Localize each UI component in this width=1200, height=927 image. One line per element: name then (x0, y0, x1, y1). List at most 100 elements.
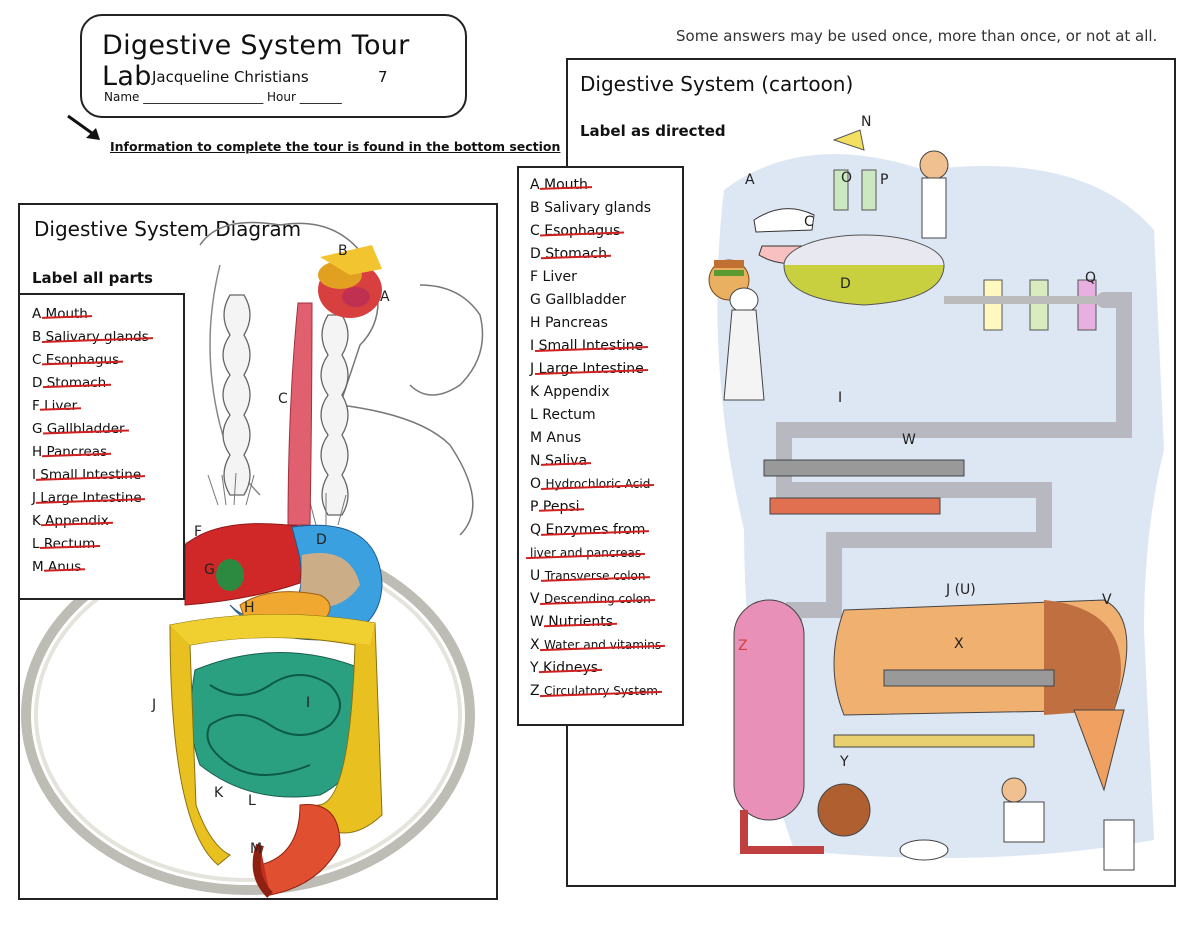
answer-letter: U (530, 568, 541, 584)
answer-letter: A (530, 177, 540, 193)
cartoon-label: I (838, 390, 843, 406)
page-title: Digestive System Tour Lab (102, 30, 410, 92)
diagram-label: A (380, 289, 390, 305)
cartoon-label: A (745, 172, 755, 188)
digestive-diagram-illustration (21, 221, 484, 898)
answer-name: Rectum (44, 533, 96, 556)
answer-item: Z Circulatory System (530, 680, 682, 703)
answer-item: D Stomach (32, 372, 183, 395)
answer-name: Large Intestine (40, 487, 141, 510)
digestive-cartoon-illustration (708, 129, 1164, 871)
answer-letter: X (530, 637, 540, 653)
answer-name: Mouth (46, 303, 88, 326)
diagram-label: J (152, 697, 157, 713)
diagram-label: I (306, 695, 311, 711)
diagram-label: D (316, 532, 327, 548)
answer-letter: Z (530, 683, 540, 699)
answer-letter: G (530, 292, 541, 308)
answer-item: L Rectum (32, 533, 183, 556)
answer-item: D Stomach (530, 243, 682, 266)
cartoon-label: X (954, 636, 964, 652)
answer-letter: M (32, 559, 44, 575)
answer-item: H Pancreas (530, 312, 682, 335)
answer-name: Circulatory System (544, 680, 658, 703)
answer-name: Anus (48, 556, 81, 579)
answer-item: M Anus (32, 556, 183, 579)
answer-letter: J (530, 361, 535, 377)
answer-name: Esophagus (544, 220, 620, 243)
cartoon-label: C (804, 214, 814, 230)
answer-name: Small Intestine (40, 464, 141, 487)
answer-item: F Liver (530, 266, 682, 289)
cartoon-panel: Digestive System (cartoon) Label as dire… (566, 58, 1176, 887)
answer-letter: V (530, 591, 540, 607)
arrow-icon (67, 114, 100, 140)
answer-name: Saliva (545, 450, 587, 473)
answer-name: Transverse colon (545, 565, 646, 588)
answer-name: Anus (546, 430, 582, 446)
cartoon-label: W (902, 432, 916, 448)
title-box: Digestive System Tour Lab Jacqueline Chr… (80, 14, 467, 118)
answer-name: Water and vitamins (544, 634, 661, 657)
answer-letter: Y (530, 660, 539, 676)
student-name[interactable]: Jacqueline Christians (152, 68, 309, 86)
answer-item: V Descending colon (530, 588, 682, 611)
diagram-label: G (204, 562, 215, 578)
answer-item: Y Kidneys (530, 657, 682, 680)
answer-name: Pancreas (46, 441, 107, 464)
answer-name: Appendix (45, 510, 109, 533)
answer-letter: M (530, 430, 543, 446)
answer-name: Appendix (543, 384, 610, 400)
answer-item: K Appendix (530, 381, 682, 404)
answer-item: J Large Intestine (530, 358, 682, 381)
answer-item: I Small Intestine (530, 335, 682, 358)
cartoon-label: Q (1085, 270, 1097, 286)
answer-item: G Gallbladder (32, 418, 183, 441)
answer-item: F Liver (32, 395, 183, 418)
answer-item: liver and pancreas (530, 542, 682, 565)
answer-letter: G (32, 421, 43, 437)
answer-name: Rectum (542, 407, 596, 423)
answer-item: U Transverse colon (530, 565, 682, 588)
answer-letter: O (530, 476, 542, 492)
answer-name: Hydrochloric Acid (545, 473, 650, 496)
diagram-label: M (250, 841, 263, 857)
answer-name: Large Intestine (539, 358, 644, 381)
diagram-label: L (248, 793, 256, 809)
cartoon-title: Digestive System (cartoon) (580, 72, 854, 96)
cartoon-label: D (840, 276, 851, 292)
answer-name: Stomach (47, 372, 107, 395)
answer-item: A Mouth (32, 303, 183, 326)
answer-letter: W (530, 614, 544, 630)
answer-name: Nutrients (548, 611, 613, 634)
cartoon-label: Y (840, 754, 849, 770)
answer-letter: L (32, 536, 40, 552)
answer-item: P Pepsi (530, 496, 682, 519)
answer-name: Stomach (545, 243, 607, 266)
cartoon-label: N (861, 114, 872, 130)
cartoon-label: O (841, 170, 853, 186)
diagram-label: B (338, 243, 348, 259)
answer-item: X Water and vitamins (530, 634, 682, 657)
answer-item: C Esophagus (530, 220, 682, 243)
diagram-label: C (278, 391, 288, 407)
answer-letter: A (32, 306, 42, 322)
answer-letter: C (32, 352, 42, 368)
cartoon-subtitle: Label as directed (580, 122, 726, 140)
top-note: Some answers may be used once, more than… (676, 28, 1158, 45)
name-hour-line: Name ____________________ Hour _______ (104, 90, 342, 104)
cartoon-label: Z (738, 638, 748, 654)
answer-item: G Gallbladder (530, 289, 682, 312)
diagram-label: H (244, 600, 255, 616)
diagram-label: K (214, 785, 224, 801)
answer-item: H Pancreas (32, 441, 183, 464)
cartoon-label: J (U) (946, 582, 976, 598)
answer-letter: J (32, 490, 36, 506)
answer-letter: P (530, 499, 539, 515)
hour-value[interactable]: 7 (378, 68, 388, 86)
answer-item: J Large Intestine (32, 487, 183, 510)
diagram-title: Digestive System Diagram (34, 217, 302, 241)
answer-letter: D (32, 375, 43, 391)
answer-letter: D (530, 246, 541, 262)
